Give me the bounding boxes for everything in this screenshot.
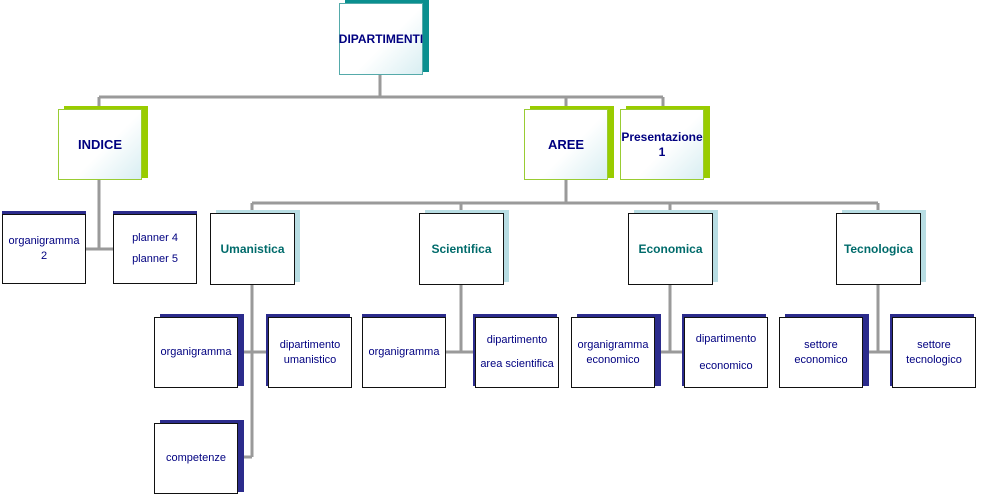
node-label: organigramma — [160, 346, 232, 358]
node-box: competenze — [154, 423, 238, 494]
node-tecnologica[interactable]: Tecnologica — [836, 210, 926, 285]
node-label: DIPARTIMENTI — [338, 32, 424, 46]
node-sc-dipartimento[interactable]: dipartimento area scientifica — [473, 314, 559, 388]
node-label-line2: area scientifica — [480, 358, 554, 370]
node-dipartimenti[interactable]: DIPARTIMENTI — [339, 0, 429, 75]
node-um-organigramma[interactable]: organigramma — [154, 314, 244, 388]
connector-root-level1 — [97, 74, 665, 109]
node-box: organigramma economico — [571, 317, 655, 388]
node-box: Economica — [628, 213, 713, 285]
node-label: Scientifica — [431, 242, 492, 256]
connector-aree-areas — [250, 179, 880, 213]
node-planner[interactable]: planner 4 planner 5 — [113, 211, 197, 284]
node-box: dipartimento area scientifica — [475, 317, 559, 388]
node-box: planner 4 planner 5 — [113, 214, 197, 284]
connector-scientifica-leaves — [444, 284, 475, 354]
node-te-settore-economico[interactable]: settore economico — [779, 314, 869, 388]
node-label: organigramma — [368, 346, 440, 358]
node-um-dipartimento[interactable]: dipartimento umanistico — [266, 314, 352, 388]
node-label-line2: economico — [586, 353, 640, 366]
node-label: Tecnologica — [843, 242, 914, 256]
node-box: Umanistica — [210, 213, 295, 285]
node-label-line1: dipartimento — [486, 334, 548, 346]
connector-indice-children — [85, 179, 114, 251]
node-box: settore tecnologico — [892, 317, 976, 388]
node-label: Umanistica — [220, 242, 285, 256]
node-label-line2: tecnologico — [906, 353, 962, 366]
node-label-line1: planner 4 — [132, 232, 178, 244]
node-umanistica[interactable]: Umanistica — [210, 210, 300, 285]
node-label: INDICE — [77, 137, 123, 152]
node-box: AREE — [524, 109, 608, 180]
node-label-line1: settore — [917, 338, 951, 351]
node-box: dipartimento umanistico — [268, 317, 352, 388]
node-label: AREE — [547, 137, 585, 152]
node-presentazione[interactable]: Presentazione 1 — [620, 106, 710, 180]
node-label-line2: economico — [699, 359, 753, 372]
node-box: DIPARTIMENTI — [339, 3, 423, 75]
node-te-settore-tecnologico[interactable]: settore tecnologico — [890, 314, 976, 388]
node-scientifica[interactable]: Scientifica — [419, 210, 509, 285]
node-box: organigramma 2 — [2, 214, 86, 284]
node-box: INDICE — [58, 109, 142, 180]
node-label: organigramma 2 — [8, 235, 80, 262]
node-box: dipartimento economico — [684, 317, 768, 388]
node-label-line1: dipartimento — [279, 338, 341, 351]
node-label-line1: settore — [804, 338, 838, 351]
node-label-line2: planner 5 — [132, 253, 178, 265]
node-box: settore economico — [779, 317, 863, 388]
node-label-line1: organigramma — [577, 338, 649, 351]
node-indice[interactable]: INDICE — [58, 106, 148, 180]
node-sc-organigramma[interactable]: organigramma — [362, 314, 446, 388]
node-economica[interactable]: Economica — [628, 210, 718, 285]
node-aree[interactable]: AREE — [524, 106, 614, 180]
node-label: competenze — [166, 452, 226, 464]
node-ec-organigramma[interactable]: organigramma economico — [571, 314, 661, 388]
node-organigramma-2[interactable]: organigramma 2 — [2, 211, 86, 284]
node-box: Scientifica — [419, 213, 504, 285]
node-um-competenze[interactable]: competenze — [154, 420, 244, 494]
node-label-line2: umanistico — [283, 353, 337, 366]
node-ec-dipartimento[interactable]: dipartimento economico — [682, 314, 768, 388]
node-box: Tecnologica — [836, 213, 921, 285]
node-label: Economica — [638, 242, 703, 256]
node-box: Presentazione 1 — [620, 109, 704, 180]
node-label: Presentazione 1 — [621, 129, 703, 159]
node-box: organigramma — [154, 317, 238, 388]
node-box: organigramma — [362, 317, 446, 388]
node-label-line2: economico — [794, 353, 848, 366]
node-label-line1: dipartimento — [695, 332, 757, 345]
